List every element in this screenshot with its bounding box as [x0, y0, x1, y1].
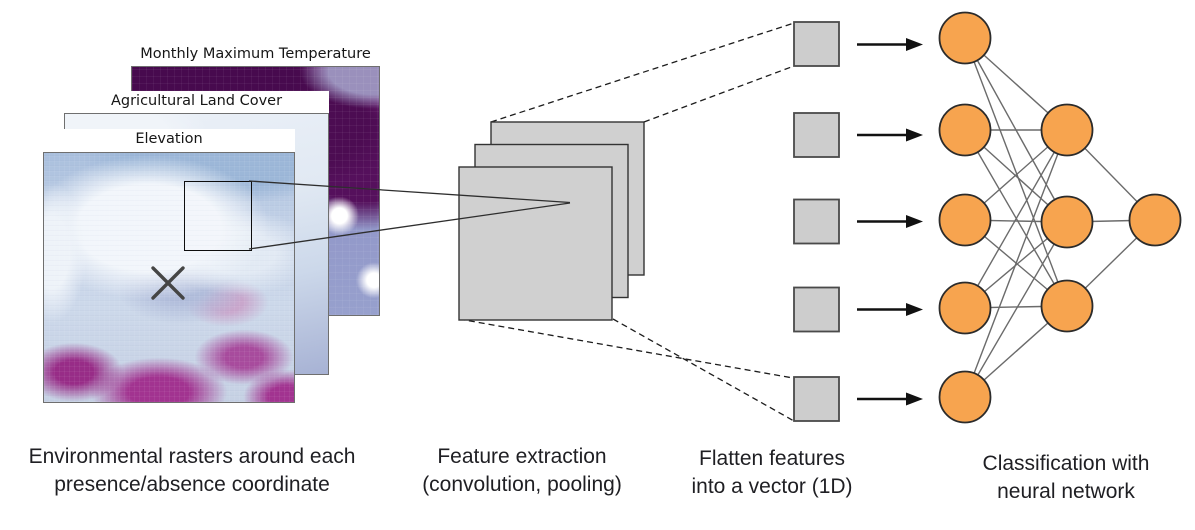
patch-projection-line — [248, 202, 571, 250]
arrow-head-icon — [906, 38, 923, 51]
patch-projection-line — [248, 180, 571, 204]
caption-line: neural network — [997, 480, 1135, 503]
dashed-projection-line — [643, 65, 795, 123]
arrow-head-icon — [906, 128, 923, 142]
arrow-head-icon — [906, 215, 923, 228]
dashed-projection-line — [612, 318, 795, 422]
flatten-cell — [793, 286, 840, 333]
caption-line: into a vector (1D) — [691, 475, 853, 498]
arrow-head-icon — [906, 392, 923, 406]
vector-to-network-arrows — [857, 38, 923, 406]
caption-line: (convolution, pooling) — [422, 473, 622, 496]
dashed-projection-line — [490, 22, 795, 123]
nn-edge — [964, 129, 1068, 309]
nn-edge — [964, 129, 1068, 398]
nn-input-node — [938, 370, 992, 424]
flatten-projection-lines — [458, 22, 795, 422]
caption-line: Classification with — [982, 452, 1150, 475]
nn-input-node — [938, 193, 992, 247]
patch-extraction-box — [184, 181, 252, 251]
nn-edge — [964, 221, 1068, 398]
caption-line: Flatten features — [699, 447, 845, 470]
feature-map-square — [458, 166, 613, 321]
coordinate-x-marker-icon — [151, 266, 185, 300]
nn-output-node — [1128, 193, 1182, 247]
elevation-raster-image — [43, 152, 295, 403]
flatten-cell — [793, 112, 840, 158]
nn-hidden-node — [1040, 195, 1094, 249]
nn-hidden-node — [1040, 279, 1094, 333]
nn-input-node — [938, 103, 992, 157]
caption-line: presence/absence coordinate — [54, 473, 330, 496]
nn-edge — [964, 37, 1068, 307]
patch-projection-lines — [248, 180, 571, 250]
caption-line: Feature extraction — [437, 445, 607, 468]
elevation-raster-card: Elevation — [43, 129, 295, 403]
temperature-raster-label: Monthly Maximum Temperature — [140, 46, 371, 62]
caption-classification: Classification with neural network — [946, 450, 1186, 506]
caption-feature-extraction: Feature extraction (convolution, pooling… — [402, 443, 642, 499]
feature-map-stack — [458, 121, 645, 321]
landcover-raster-label: Agricultural Land Cover — [110, 93, 283, 109]
nn-hidden-node — [1040, 103, 1094, 157]
nn-input-node — [938, 281, 992, 335]
flatten-cell — [793, 198, 840, 245]
flatten-vector — [793, 21, 840, 422]
caption-flatten-features: Flatten features into a vector (1D) — [652, 445, 892, 501]
nn-nodes — [938, 11, 1182, 424]
nn-input-node — [938, 11, 992, 65]
caption-line: Environmental rasters around each — [28, 445, 356, 468]
dashed-projection-line — [458, 318, 794, 379]
flatten-cell — [793, 21, 840, 67]
elevation-raster-label: Elevation — [135, 131, 203, 147]
caption-environmental-rasters: Environmental rasters around each presen… — [0, 443, 384, 499]
flatten-cell — [793, 376, 840, 422]
arrow-head-icon — [906, 303, 923, 316]
